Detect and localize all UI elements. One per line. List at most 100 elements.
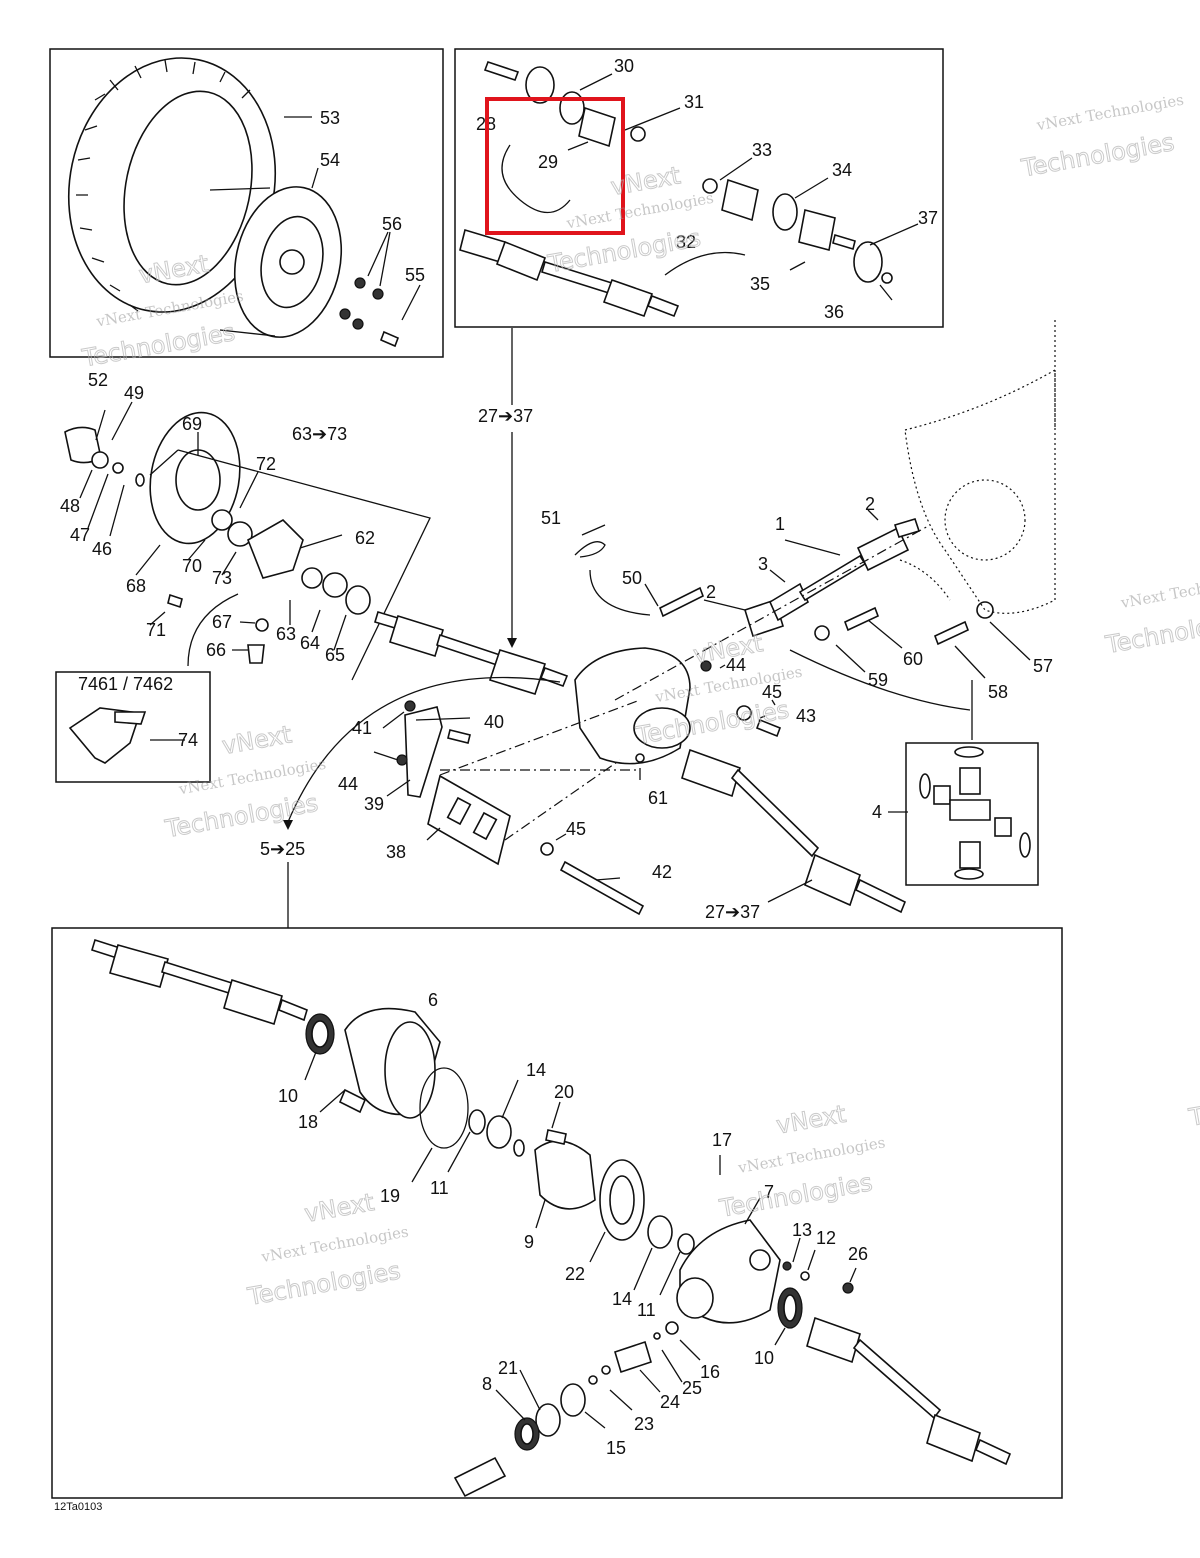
callout-47: 47 [70,525,90,545]
callout-72: 72 [256,454,276,474]
diff-housing [676,1219,781,1324]
callout-54: 54 [320,150,340,170]
diff-carrier [534,1129,596,1210]
callout-50: 50 [622,568,642,588]
callout-12: 12 [816,1228,836,1248]
callout-3: 3 [758,554,768,574]
callout-14b: 14 [612,1289,632,1309]
callout-67: 67 [212,612,232,632]
callout-10: 10 [278,1086,298,1106]
callout-40: 40 [484,712,504,732]
cv-shaft-top [483,60,646,213]
callout-65: 65 [325,645,345,665]
callout-17: 17 [712,1130,732,1150]
callout-7: 7 [764,1182,774,1202]
range-27-37-bottom: 27➔37 [705,902,760,922]
callout-14: 14 [526,1060,546,1080]
callout-53: 53 [320,108,340,128]
cv-joint-parts [702,178,893,284]
callout-2b: 2 [706,582,716,602]
figure-code: 12Ta0103 [54,1501,102,1513]
callout-26: 26 [848,1244,868,1264]
callout-69: 69 [182,414,202,434]
svg-text:Technologies: Technologies [1103,605,1200,660]
callout-29: 29 [538,152,558,172]
callout-71: 71 [146,620,166,640]
axle-lower-right [806,1316,1012,1466]
callout-64: 64 [300,633,320,653]
svg-text:vNext: vNext [691,629,765,669]
callout-60: 60 [903,649,923,669]
rim-drawing [209,186,343,338]
callout-18: 18 [298,1112,318,1132]
callout-10b: 10 [754,1348,774,1368]
callout-41: 41 [352,718,372,738]
callout-68: 68 [126,576,146,596]
callout-9: 9 [524,1232,534,1252]
left-drive-axle [374,611,569,695]
callout-15: 15 [606,1438,626,1458]
callout-36: 36 [824,302,844,322]
callout-45: 45 [566,819,586,839]
cv-joint-inset-box [454,48,944,328]
callout-34: 34 [832,160,852,180]
callout-38: 38 [386,842,406,862]
callout-23: 23 [634,1414,654,1434]
callout-19: 19 [380,1186,400,1206]
highlight-box [485,97,625,235]
differential-housing-center [574,647,691,765]
callout-42: 42 [652,862,672,882]
tire-drawing [67,57,277,313]
callout-24: 24 [660,1392,680,1412]
range-5-25: 5➔25 [260,839,305,859]
callout-44b: 44 [726,655,746,675]
callout-57: 57 [1033,656,1053,676]
mount-bracket [396,660,782,916]
pinion-assembly [453,1321,679,1498]
callout-39: 39 [364,794,384,814]
callout-32: 32 [676,232,696,252]
callout-73: 73 [212,568,232,588]
svg-text:Technologies: Technologies [1186,1077,1200,1132]
range-27-37-top: 27➔37 [478,406,533,426]
callout-16: 16 [700,1362,720,1382]
callout-58: 58 [988,682,1008,702]
knuckle-model-numbers: 7461 / 7462 [78,674,173,694]
cv-axle-lower [459,228,746,318]
right-drive-axle [681,748,907,914]
callout-61: 61 [648,788,668,808]
callout-33: 33 [752,140,772,160]
svg-text:vNext: vNext [774,1100,848,1140]
callout-45b: 45 [762,682,782,702]
hub-parts [64,411,371,664]
callout-46: 46 [92,539,112,559]
callout-30: 30 [614,56,634,76]
callout-35: 35 [750,274,770,294]
knuckle-alt-drawing [68,707,147,764]
wheel-inset-box [49,48,444,358]
spring-and-pin [574,541,705,618]
callout-21: 21 [498,1358,518,1378]
callout-66: 66 [206,640,226,660]
range-63-73: 63➔73 [292,424,347,444]
callout-62: 62 [355,528,375,548]
callout-4: 4 [872,802,882,822]
callout-70: 70 [182,556,202,576]
bolts-right [814,601,994,646]
callout-63: 63 [276,624,296,644]
callout-51: 51 [541,508,561,528]
callout-52: 52 [88,370,108,390]
callout-2: 2 [865,494,875,514]
callout-13: 13 [792,1220,812,1240]
axle-upper-left [91,938,308,1026]
callout-20: 20 [554,1082,574,1102]
differential-inset-box [51,927,1063,1499]
callout-8: 8 [482,1374,492,1394]
wheel-nuts [339,277,400,348]
callout-59: 59 [868,670,888,690]
knuckle-inset-box [55,671,211,783]
callout-44: 44 [338,774,358,794]
svg-text:vNext: vNext [220,720,294,760]
callout-22: 22 [565,1264,585,1284]
